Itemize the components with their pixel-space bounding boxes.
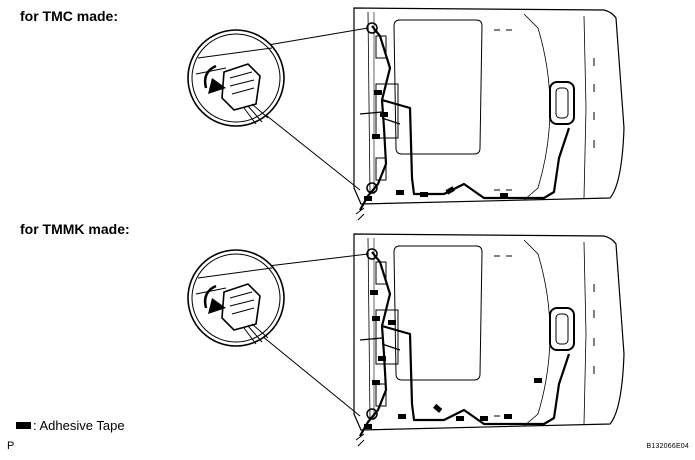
heading-tmc: for TMC made: [20,8,118,24]
tmmk-roof-diagram [186,232,626,448]
adhesive-tape-icon [364,290,542,429]
adhesive-tape-icon [364,90,508,201]
legend: : Adhesive Tape [16,418,125,433]
clip-detail-icon [186,28,286,128]
heading-tmmk: for TMMK made: [20,221,130,237]
adhesive-tape-icon [16,422,31,429]
figure-code: B132066E04 [646,443,689,450]
clip-detail-icon [186,248,286,348]
page-letter: P [7,440,15,452]
legend-label: : Adhesive Tape [33,418,125,433]
tmc-roof-diagram [186,6,626,222]
